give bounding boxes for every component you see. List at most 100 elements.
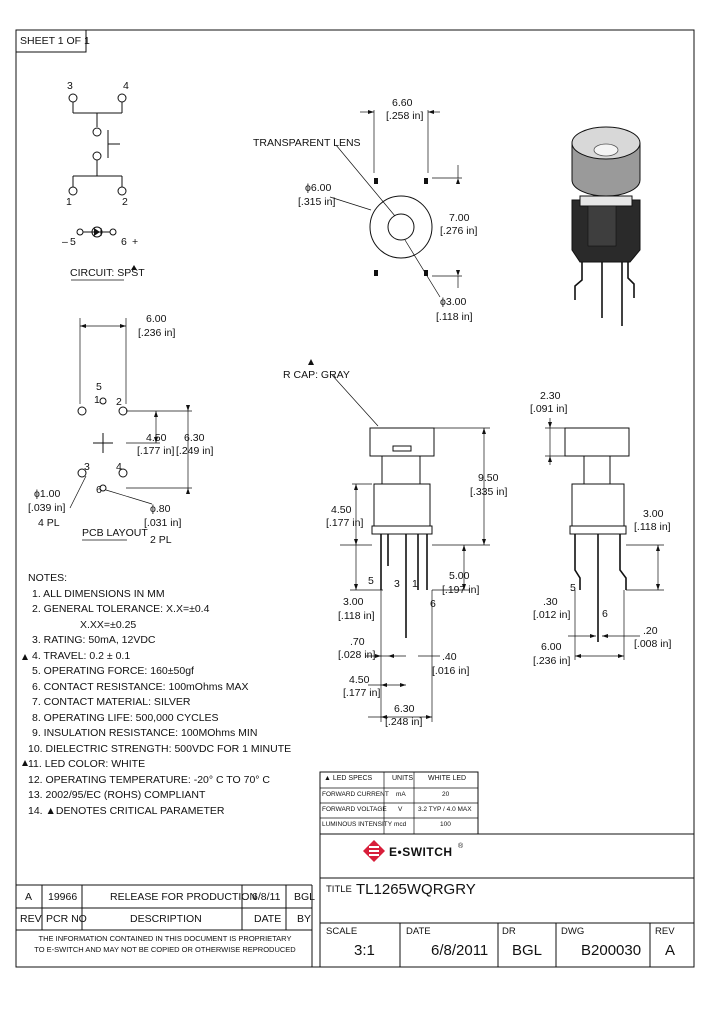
pcb-pin-5: 5 <box>96 381 102 393</box>
circuit-pin-2: 2 <box>122 196 128 208</box>
led-table-cell: FORWARD CURRENT <box>322 791 389 798</box>
end-dim-300-in: [.118 in] <box>634 521 671 533</box>
led-table-header: UNITS <box>392 775 413 782</box>
drawn-by-value: BGL <box>512 942 543 959</box>
end-pin-5: 5 <box>570 582 576 594</box>
led-table-header: ▲ LED SPECS <box>324 775 373 782</box>
description-header: DESCRIPTION <box>130 913 202 925</box>
side-dim-500-in: [.197 in] <box>442 584 480 596</box>
note-item: 1. ALL DIMENSIONS IN MM <box>32 587 165 600</box>
rev-cell: A <box>25 891 33 903</box>
dim-height-in: [.276 in] <box>440 225 478 237</box>
note-item: 7. CONTACT MATERIAL: SILVER <box>32 696 191 708</box>
circuit-pin-4: 4 <box>123 80 129 92</box>
pcb-dim-630-in: [.249 in] <box>176 445 214 457</box>
circuit-plus: + <box>132 236 139 248</box>
side-dim-040: .40 <box>442 651 457 663</box>
led-table-cell: LUMINOUS INTENSITY <box>322 821 393 828</box>
note-item: X.XX=±0.25 <box>80 618 137 631</box>
circuit-pin-6: 6 <box>121 236 127 248</box>
lens-label: TRANSPARENT LENS <box>253 137 361 149</box>
end-dim-230-in: [.091 in] <box>530 403 568 415</box>
scale-value: 3:1 <box>354 942 375 959</box>
led-table-cell: V <box>398 806 403 813</box>
notes-title: NOTES: <box>28 572 68 584</box>
note-item: 6. CONTACT RESISTANCE: 100mOhms MAX <box>32 680 249 693</box>
dim-width-in: [.258 in] <box>386 110 424 122</box>
side-dim-450b-in: [.177 in] <box>343 687 381 699</box>
side-pin-3: 3 <box>394 578 400 590</box>
pcb-caption: PCB LAYOUT <box>82 527 148 539</box>
circuit-caption: CIRCUIT: SPST <box>70 267 145 279</box>
brand-registered-mark: ® <box>458 843 464 850</box>
side-pin-6: 6 <box>430 598 436 610</box>
led-table-cell: 3.2 TYP / 4.0 MAX <box>418 806 472 813</box>
note-item: 5. OPERATING FORCE: 160±50gf <box>32 665 194 677</box>
note-item: 4. TRAVEL: 0.2 ± 0.1 <box>32 649 131 662</box>
eswitch-logo-mark <box>363 840 385 862</box>
circuit-pin-3: 3 <box>67 80 73 92</box>
drawing-number-label: DWG <box>561 926 585 937</box>
dim-dia3-in: [.118 in] <box>436 311 473 323</box>
circuit-minus: – <box>62 236 68 248</box>
side-view-drawing <box>331 374 490 722</box>
end-dim-030-in: [.012 in] <box>533 609 571 621</box>
pcb-dim-dia1: ϕ1.00 <box>34 488 61 500</box>
note-item: 11. LED COLOR: WHITE <box>28 758 146 770</box>
led-table-header: WHITE LED <box>428 775 467 782</box>
side-pin-5: 5 <box>368 575 374 587</box>
end-dim-600-in: [.236 in] <box>533 655 571 667</box>
side-dim-070: .70 <box>350 636 365 648</box>
pcb-dim-dia08: ϕ.80 <box>150 503 171 515</box>
part-number-title: TL1265WQRGRY <box>356 881 476 898</box>
end-dim-020: .20 <box>643 625 658 637</box>
sheet-border <box>15 29 695 968</box>
pcb-dim-top-in: [.236 in] <box>138 327 176 339</box>
note-item: 3. RATING: 50mA, 12VDC <box>32 634 156 646</box>
dim-dia6: ϕ6.00 <box>305 182 332 194</box>
notes-block: NOTES: 1. ALL DIMENSIONS IN MM 2. GENERA… <box>28 572 291 820</box>
note-item: 9. INSULATION RESISTANCE: 100MOhms MIN <box>32 727 258 739</box>
pcb-pin-6: 6 <box>96 484 102 496</box>
pcb-pin-1: 1 <box>94 394 100 406</box>
note-item: 10. DIELECTRIC STRENGTH: 500VDC FOR 1 MI… <box>28 742 292 755</box>
pcb-pin-4: 4 <box>116 461 122 473</box>
led-table-cell: FORWARD VOLTAGE <box>322 806 387 813</box>
pcb-dim-dia1-in: [.039 in] <box>28 502 66 514</box>
note-item: 2. GENERAL TOLERANCE: X.X=±0.4 <box>32 603 210 615</box>
by-header: BY <box>297 913 312 925</box>
end-pin-6: 6 <box>602 608 608 620</box>
end-dim-030: .30 <box>543 596 558 608</box>
circuit-diagram <box>68 93 137 281</box>
end-dim-020-in: [.008 in] <box>634 638 672 650</box>
pcb-pin-2: 2 <box>116 396 122 408</box>
side-dim-300: 3.00 <box>343 596 364 608</box>
end-dim-600: 6.00 <box>541 641 562 653</box>
led-table-cell: 20 <box>442 791 450 798</box>
side-dim-070-in: [.028 in] <box>338 649 376 661</box>
dim-dia3: ϕ3.00 <box>440 296 467 308</box>
title-block-grid <box>16 833 694 967</box>
brand-name: E•SWITCH <box>389 845 453 859</box>
end-dim-300: 3.00 <box>643 508 664 520</box>
pcb-dim-450: 4.50 <box>146 432 167 444</box>
pcb-layout-drawing <box>69 318 192 541</box>
sheet-label: SHEET 1 OF 1 <box>20 35 90 47</box>
date-value: 6/8/2011 <box>431 942 489 959</box>
note-item: 12. OPERATING TEMPERATURE: -20° C TO 70°… <box>28 773 270 786</box>
side-dim-450: 4.50 <box>331 504 352 516</box>
revision-value: A <box>665 942 676 959</box>
cap-label: R CAP: GRAY <box>283 369 350 381</box>
pcb-dim-dia08-qty: 2 PL <box>150 534 172 546</box>
side-dim-450b: 4.50 <box>349 674 370 686</box>
date-header: DATE <box>254 913 282 925</box>
pcb-dim-450-in: [.177 in] <box>137 445 175 457</box>
pcb-dim-630: 6.30 <box>184 432 205 444</box>
side-dim-630-in: [.248 in] <box>385 716 423 728</box>
dim-width: 6.60 <box>392 97 413 109</box>
side-dim-630: 6.30 <box>394 703 415 715</box>
led-table-cell: 100 <box>440 821 451 828</box>
side-dim-500: 5.00 <box>449 570 470 582</box>
revision-label: REV <box>655 926 675 937</box>
date-cell: 6/8/11 <box>252 891 281 903</box>
